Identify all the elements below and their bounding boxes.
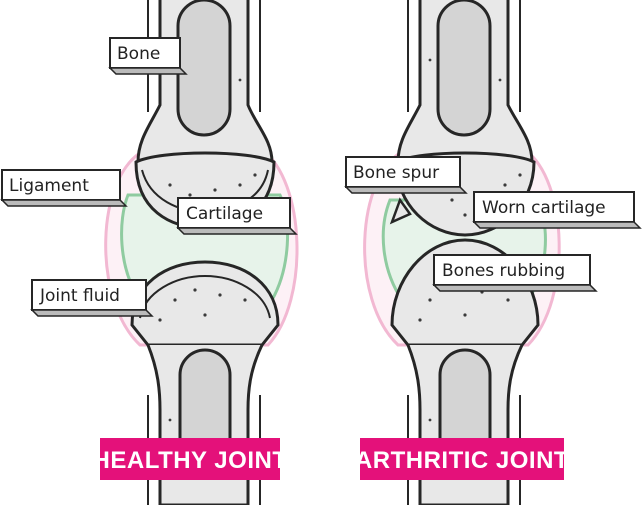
arthritic-title: ARTHRITIC JOINT (355, 447, 569, 474)
label-joint-fluid: Joint fluid (30, 279, 154, 317)
svg-text:Bone: Bone (117, 44, 160, 64)
label-ligament: Ligament (0, 169, 128, 207)
arthritic-title-bg (360, 438, 564, 480)
healthy-upper-marrow (176, 0, 232, 137)
arthritic-joint: Bone spur Worn cartilage Bones rubbing A… (344, 0, 642, 505)
svg-text:Joint fluid: Joint fluid (39, 286, 120, 306)
label-worn-cartilage: Worn cartilage (472, 191, 642, 229)
label-cartilage: Cartilage (176, 197, 298, 235)
svg-text:Cartilage: Cartilage (186, 204, 263, 224)
svg-text:Worn cartilage: Worn cartilage (482, 198, 606, 218)
label-bone: Bone (108, 37, 188, 75)
label-bone-spur: Bone spur (344, 156, 468, 194)
arthritic-upper-marrow (436, 0, 492, 137)
arthritic-bone-spur (389, 197, 412, 225)
healthy-title: HEALTHY JOINT (93, 447, 288, 474)
healthy-joint: Bone Ligament Cartilage Joint fluid HEAL… (0, 0, 299, 505)
healthy-title-bg (100, 438, 280, 480)
svg-text:Ligament: Ligament (9, 176, 89, 196)
svg-text:Bones rubbing: Bones rubbing (442, 261, 565, 281)
label-bones-rubbing: Bones rubbing (432, 254, 598, 292)
healthy-bone-texture (158, 58, 257, 452)
svg-text:Bone spur: Bone spur (353, 163, 439, 183)
